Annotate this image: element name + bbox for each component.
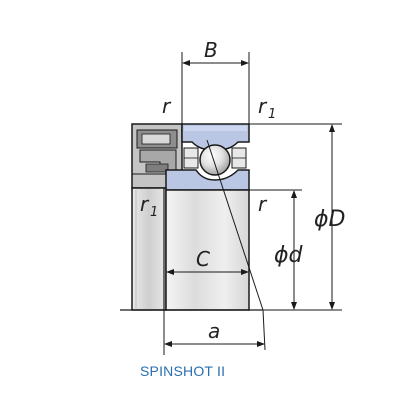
label-r1-left-subscript: 1 bbox=[150, 205, 158, 220]
dimension-C: C bbox=[166, 247, 249, 275]
label-r-right: r bbox=[258, 192, 268, 216]
label-C: C bbox=[196, 247, 210, 271]
inner-ring bbox=[165, 169, 250, 191]
label-phi-D: ϕD bbox=[314, 207, 345, 232]
dimension-phi-D: ϕD bbox=[249, 123, 345, 311]
label-B: B bbox=[204, 38, 218, 62]
label-r-top: r bbox=[162, 94, 172, 118]
cage bbox=[183, 147, 247, 169]
contact-angle-line bbox=[206, 139, 264, 311]
label-phi-d: ϕd bbox=[274, 243, 304, 268]
label-r1-top-subscript: 1 bbox=[268, 107, 276, 122]
label-r1-top: r bbox=[258, 94, 268, 118]
label-r1-left: r bbox=[140, 192, 150, 216]
product-caption: SPINSHOT II bbox=[140, 363, 225, 379]
dimension-a: a bbox=[163, 310, 265, 355]
bore-section bbox=[131, 187, 250, 311]
dimension-B: B bbox=[181, 38, 250, 124]
dimension-phi-d: ϕd bbox=[249, 189, 304, 310]
label-a: a bbox=[208, 319, 220, 343]
rolling-ball bbox=[199, 144, 231, 176]
left-seal-section bbox=[131, 123, 183, 189]
